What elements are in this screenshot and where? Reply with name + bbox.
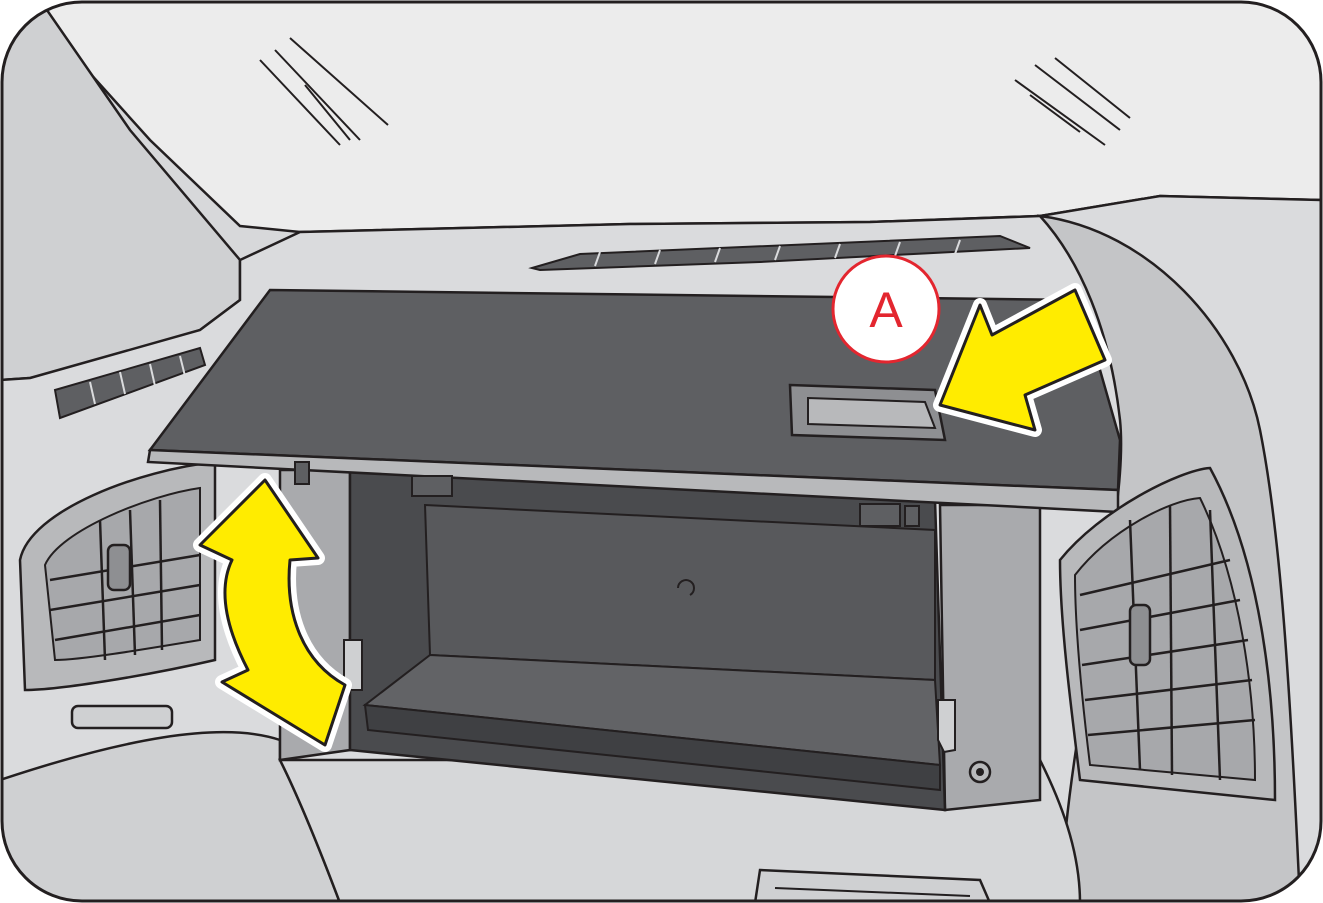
lid-hinge-tabs [294,461,920,527]
defroster-vent-slats [594,239,961,267]
bottom-center-vent-slot [774,887,971,897]
lid-latch-recess [807,396,937,430]
left-lower-vent-slot [70,704,174,730]
left-air-vent-louvers [49,499,201,661]
side-defroster-vent [53,346,207,420]
right-latch-clip [937,699,956,754]
side-defroster-slats [89,355,186,405]
compartment-back-wall [423,503,936,682]
callout-a-label: A [869,282,903,338]
push-arrow-icon [933,283,1112,437]
callout-a: A [831,254,941,364]
compartment-screw [677,579,695,596]
left-latch-clip [343,639,363,691]
open-close-arrow-icon [193,473,352,752]
compartment-floor-edge [363,703,941,792]
right-air-vent [1073,496,1257,782]
windshield [37,2,1321,234]
callout-a-circle [831,254,941,364]
right-air-vent-louvers [1079,504,1256,781]
right-bolt-center [976,768,984,776]
compartment-right-wall [938,503,1042,812]
glass-reflection-right [1014,57,1131,146]
glass-reflection-left [259,37,389,146]
